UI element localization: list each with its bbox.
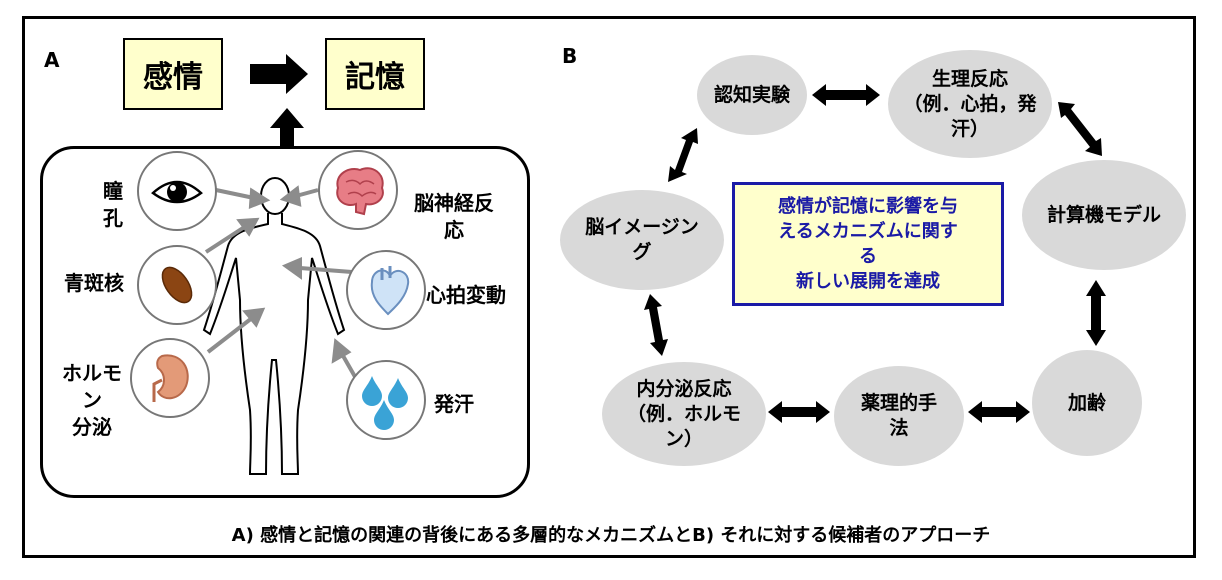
arrow-endocrine-imaging [644, 294, 668, 356]
arrow-aging-pharma [968, 401, 1030, 423]
locus-coeruleus-label: 青斑核 [64, 271, 124, 295]
emotion-to-memory-arrow [250, 54, 308, 94]
pupil-label: 瞳 孔 [103, 179, 123, 230]
brain-circle [318, 150, 398, 230]
emotion-label: 感情 [143, 60, 203, 95]
brain-icon [336, 167, 384, 216]
figure-frame [22, 16, 1196, 558]
node-cognitive-experiments: 認知実験 [697, 55, 807, 135]
eye-icon [151, 180, 203, 204]
node-physiological-response: 生理反応 （例．心拍，発 汗） [888, 50, 1052, 158]
body-mechanisms-box [40, 146, 530, 498]
panel-a-label: A [44, 48, 60, 72]
center-goal-box: 感情が記憶に影響を与 えるメカニズムに関す る 新しい展開を達成 [732, 182, 1004, 306]
kidney-icon [152, 354, 189, 402]
emotion-box: 感情 [123, 38, 223, 110]
memory-label: 記憶 [345, 60, 405, 95]
locus-circle [137, 245, 217, 325]
heart-rate-variability-label: 心拍変動 [426, 283, 506, 307]
arrow-imaging-cognitive [668, 128, 698, 182]
node-pharmacological-methods: 薬理的手 法 [834, 366, 964, 466]
sweating-label: 発汗 [434, 392, 474, 416]
figure-caption: A) 感情と記憶の関連の背後にある多層的なメカニズムとB) それに対する候補者の… [231, 525, 991, 546]
sweat-drops-icon [362, 376, 408, 430]
sweat-circle [346, 360, 426, 440]
center-goal-text: 感情が記憶に影響を与 えるメカニズムに関す る 新しい展開を達成 [778, 196, 958, 292]
node-computational-model: 計算機モデル [1022, 160, 1186, 270]
node-endocrine-response: 内分泌反応 （例．ホルモ ン） [602, 362, 766, 466]
panel-b-label: B [562, 44, 578, 68]
body-to-emotion-memory-arrow [270, 108, 304, 146]
arrow-pharma-endocrine [768, 401, 830, 423]
arrow-computational-aging [1086, 280, 1106, 346]
hormone-secretion-label: ホルモ ン 分泌 [62, 361, 122, 439]
locus-coeruleus-icon [161, 266, 193, 304]
node-brain-imaging: 脳イメージン グ [560, 190, 724, 290]
brain-response-label: 脳神経反 応 [414, 191, 494, 242]
pupil-circle [137, 151, 217, 231]
hormone-circle [130, 338, 210, 418]
arrow-physio-computational [1058, 102, 1102, 156]
cycle-arrows [644, 84, 1106, 423]
heart-circle [346, 250, 426, 330]
heart-icon [370, 266, 410, 316]
arrow-cognitive-physio [812, 84, 880, 106]
memory-box: 記憶 [325, 38, 425, 110]
node-aging: 加齢 [1032, 350, 1142, 456]
